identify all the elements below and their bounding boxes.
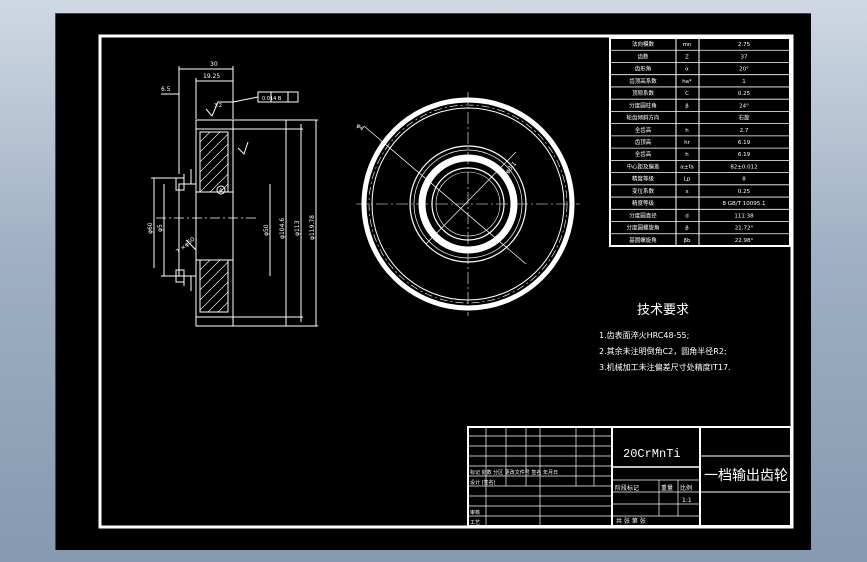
dim-19-25: 19.25 [203,73,220,80]
param-val: 21.72° [735,226,754,232]
param-sym: Lp [684,177,691,183]
param-val: 8 GB/T 10095.1 [723,201,766,207]
param-sym: ha* [682,79,692,85]
parameter-table: 法向模数 mn 2.75 齿数 Z 37 齿形角 α 20° 齿顶高系数 ha* 1 顶隙系数 C 0.25… [609,37,791,247]
param-sym: β [685,103,689,109]
param-val: 82±0.012 [730,164,757,170]
dim-d119: φ119.78 [309,215,316,240]
param-val: 6.19 [738,152,751,158]
param-sym: α [685,67,689,73]
hub-outline [178,183,197,277]
param-sym: α±fa [680,164,694,170]
leader-d3 [425,151,517,245]
param-name: 顶隙系数 [632,89,655,97]
param-val: 2.7 [740,128,749,134]
roughness-label: 3.2 [214,103,222,109]
param-name: 中心距及偏差 [626,162,660,170]
param-sym: βb [683,238,691,244]
dim-chamfer: 7 ×φ60 [175,236,197,256]
param-name: 法向模数 [632,40,655,48]
dim-front-d4: φ4 [355,122,366,132]
dim-6-5: 6.5 [161,86,171,93]
datum-label: A [219,188,223,194]
param-sym: mn [683,42,692,48]
param-val: 1 [742,79,746,85]
param-name: 分度圆螺旋角 [626,224,659,232]
param-val: 37 [741,54,748,60]
param-sym: x [685,189,689,195]
dim-d50: φ50 [263,224,270,236]
section-view [151,66,318,327]
param-sym: β [685,226,689,232]
dim-d60: φ60 [147,222,154,234]
param-sym: C [685,91,689,97]
param-val: 右旋 [738,114,750,122]
drawing-sheet: 30 19.25 6.5 0.014 B 3.2 A φ60 φ5 φ50 φ1… [55,13,811,550]
tb-row-d: 工艺 [470,520,480,526]
param-table-frame [609,37,791,247]
tb-row-a: 标记 处数 分区 更改文件号 签名 年月日 [470,469,558,476]
notes-title: 技术要求 [637,303,689,318]
material-label: 20CrMnTi [623,447,681,461]
tb-stage: 阶段标记 [615,484,639,492]
param-val: 2.75 [738,42,751,48]
tb-weight: 重量 [661,484,673,492]
dim-dB: φ5 [157,224,164,232]
param-name: 精度等级 [632,199,655,207]
tb-row-b: 设计 (签名) [470,479,496,486]
hatched-rim-upper [199,131,229,193]
param-val: 22.98° [735,238,754,244]
param-val: 24° [739,103,749,109]
param-sym: h [685,152,689,158]
param-val: 0.25 [738,189,751,195]
param-sym: d [685,213,689,219]
cad-drawing: 30 19.25 6.5 0.014 B 3.2 A φ60 φ5 φ50 φ1… [98,34,794,529]
technical-notes: 技术要求 1.齿表面淬火HRC48-55; 2.其余未注明倒角C2，圆角半径R2… [599,303,731,372]
param-name: 精度等级 [632,175,655,183]
tb-scale-value: 1:1 [682,497,692,504]
tb-row-c: 审核 [470,509,480,516]
param-name: 齿数 [637,52,649,60]
param-name: 齿顶高 [635,138,652,146]
dim-d104: φ104.6 [279,218,286,239]
tolerance-frame-label: 0.014 B [262,96,282,102]
dim-d113: φ113 [294,220,301,236]
param-val: 8 [742,177,746,183]
dim-30: 30 [210,61,218,68]
front-view [356,92,580,316]
param-name: 基圆螺旋角 [629,236,657,244]
param-name: 变位系数 [632,187,655,195]
drawing-border [98,34,794,529]
param-name: 齿顶高系数 [629,77,657,85]
param-val: 111.38 [734,213,754,219]
note-line-2: 2.其余未注明倒角C2，圆角半径R2; [599,346,727,356]
tb-scale: 比例 [680,484,692,492]
param-sym: Z [685,54,689,60]
param-sym: hr [684,140,690,146]
section-dim-labels: 30 19.25 6.5 0.014 B 3.2 A φ60 φ5 φ50 φ1… [147,61,316,256]
param-val: 6.19 [738,140,751,146]
param-val: 0.25 [738,91,751,97]
param-name: 轮齿倾斜方向 [626,114,659,122]
param-name: 齿形角 [635,65,652,73]
param-name: 全齿高 [635,150,652,158]
title-block [467,426,792,527]
part-name: 一档输出齿轮 [704,468,788,484]
tb-sheets: 共 张 第 张 [616,517,646,525]
param-sym: h [685,128,689,134]
leader-d4 [363,125,527,265]
param-val: 20° [739,67,749,73]
param-name: 全齿高 [635,126,652,134]
param-name: 分度圆直径 [629,211,657,219]
note-line-3: 3.机械加工未注偏差尺寸处精度IT17. [599,362,731,372]
title-block-frame [467,426,792,527]
note-line-1: 1.齿表面淬火HRC48-55; [599,330,689,340]
dim-front-d3: φ3.1 [504,160,518,175]
param-name: 分度圆柱角 [629,101,657,109]
